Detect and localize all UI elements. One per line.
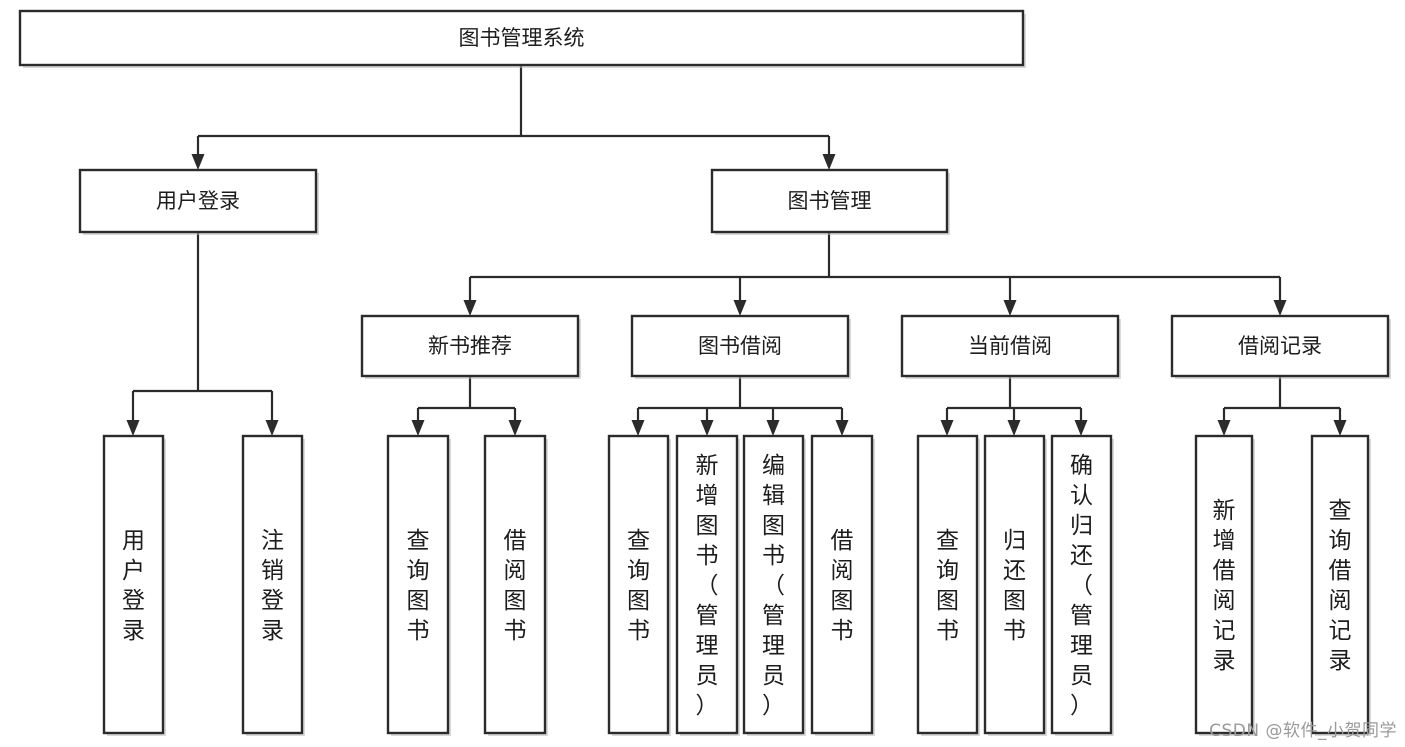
node-box[interactable]: [607, 434, 670, 735]
node-box[interactable]: [742, 434, 805, 735]
node-box[interactable]: [241, 434, 304, 735]
node-label: 图书管理: [788, 189, 872, 213]
node-n2[interactable]: 图书管理: [710, 168, 950, 235]
node-n0[interactable]: 图书管理系统: [18, 9, 1026, 68]
node-l11[interactable]: 确认归还（管理员）: [1050, 434, 1114, 736]
connector-group: [463, 232, 1287, 316]
connector-layer: [126, 65, 1347, 436]
node-l13[interactable]: 查询借阅记录: [1310, 434, 1371, 736]
node-label: 新增图书（管理员）: [696, 453, 719, 719]
arrowhead-icon: [411, 420, 425, 436]
node-label: 查询图书: [936, 528, 959, 644]
node-box[interactable]: [78, 168, 318, 234]
arrowhead-icon: [835, 420, 849, 436]
node-box[interactable]: [916, 434, 979, 735]
arrowhead-icon: [508, 420, 522, 436]
arrowhead-icon: [1007, 420, 1021, 436]
node-box[interactable]: [386, 434, 450, 735]
connector-group: [940, 376, 1088, 436]
node-box[interactable]: [675, 434, 739, 735]
arrowhead-icon: [463, 300, 477, 316]
node-box[interactable]: [102, 434, 165, 735]
node-box[interactable]: [630, 314, 850, 378]
node-l1[interactable]: 用户登录: [102, 434, 166, 736]
node-box[interactable]: [1194, 434, 1254, 735]
arrowhead-icon: [631, 420, 645, 436]
node-label: 当前借阅: [968, 334, 1052, 358]
node-label: 查询借阅记录: [1329, 498, 1352, 674]
arrowhead-icon: [126, 420, 140, 436]
node-box[interactable]: [810, 434, 874, 735]
node-label: 图书借阅: [698, 334, 782, 358]
node-l12[interactable]: 新增借阅记录: [1194, 434, 1255, 736]
node-label: 借阅图书: [831, 528, 854, 644]
connector-group: [126, 232, 279, 436]
node-l7[interactable]: 编辑图书（管理员）: [742, 434, 806, 736]
arrowhead-icon: [1333, 420, 1347, 436]
arrowhead-icon: [733, 300, 747, 316]
node-l3[interactable]: 查询图书: [386, 434, 451, 736]
node-l5[interactable]: 查询图书: [607, 434, 671, 736]
csdn-watermark: CSDN @软件_小贺同学: [1209, 721, 1397, 741]
node-n1[interactable]: 用户登录: [78, 168, 319, 235]
node-label: 图书管理系统: [459, 26, 585, 50]
node-label: 归还图书: [1003, 528, 1026, 644]
node-label: 编辑图书（管理员）: [762, 453, 785, 719]
node-label: 确认归还（管理员）: [1070, 453, 1093, 719]
node-label: 注销登录: [261, 528, 284, 644]
connector-group: [631, 376, 849, 436]
arrowhead-icon: [265, 420, 279, 436]
node-label: 查询图书: [627, 528, 650, 644]
node-label: 用户登录: [156, 189, 240, 213]
node-l2[interactable]: 注销登录: [241, 434, 305, 736]
arrowhead-icon: [191, 154, 205, 170]
node-label: 新增借阅记录: [1213, 498, 1236, 674]
node-box[interactable]: [710, 168, 949, 234]
node-box[interactable]: [983, 434, 1046, 735]
node-n3[interactable]: 新书推荐: [360, 314, 581, 379]
node-label: 用户登录: [122, 528, 145, 644]
node-box[interactable]: [1310, 434, 1370, 735]
node-l9[interactable]: 查询图书: [916, 434, 980, 736]
arrowhead-icon: [766, 420, 780, 436]
node-l8[interactable]: 借阅图书: [810, 434, 875, 736]
node-n5[interactable]: 当前借阅: [900, 314, 1121, 379]
node-label: 借阅记录: [1238, 334, 1322, 358]
node-box[interactable]: [900, 314, 1120, 378]
node-label: 查询图书: [407, 528, 430, 644]
arrowhead-icon: [1074, 420, 1088, 436]
node-box[interactable]: [360, 314, 580, 378]
connector-group: [191, 65, 836, 170]
arrowhead-icon: [1273, 300, 1287, 316]
node-box[interactable]: [483, 434, 547, 735]
node-l6[interactable]: 新增图书（管理员）: [675, 434, 740, 736]
connector-group: [411, 376, 522, 436]
node-n6[interactable]: 借阅记录: [1170, 314, 1391, 379]
arrowhead-icon: [1003, 300, 1017, 316]
arrowhead-icon: [940, 420, 954, 436]
arrowhead-icon: [1217, 420, 1231, 436]
node-label: 新书推荐: [428, 334, 512, 358]
node-l4[interactable]: 借阅图书: [483, 434, 548, 736]
node-box[interactable]: [1170, 314, 1390, 378]
node-n4[interactable]: 图书借阅: [630, 314, 851, 379]
node-box[interactable]: [1050, 434, 1113, 735]
node-l10[interactable]: 归还图书: [983, 434, 1047, 736]
arrowhead-icon: [822, 154, 836, 170]
connector-group: [1217, 376, 1347, 436]
node-box[interactable]: [18, 9, 1025, 67]
arrowhead-icon: [700, 420, 714, 436]
node-label: 借阅图书: [504, 528, 527, 644]
node-layer: 图书管理系统用户登录图书管理新书推荐图书借阅当前借阅借阅记录用户登录注销登录查询…: [18, 9, 1391, 736]
